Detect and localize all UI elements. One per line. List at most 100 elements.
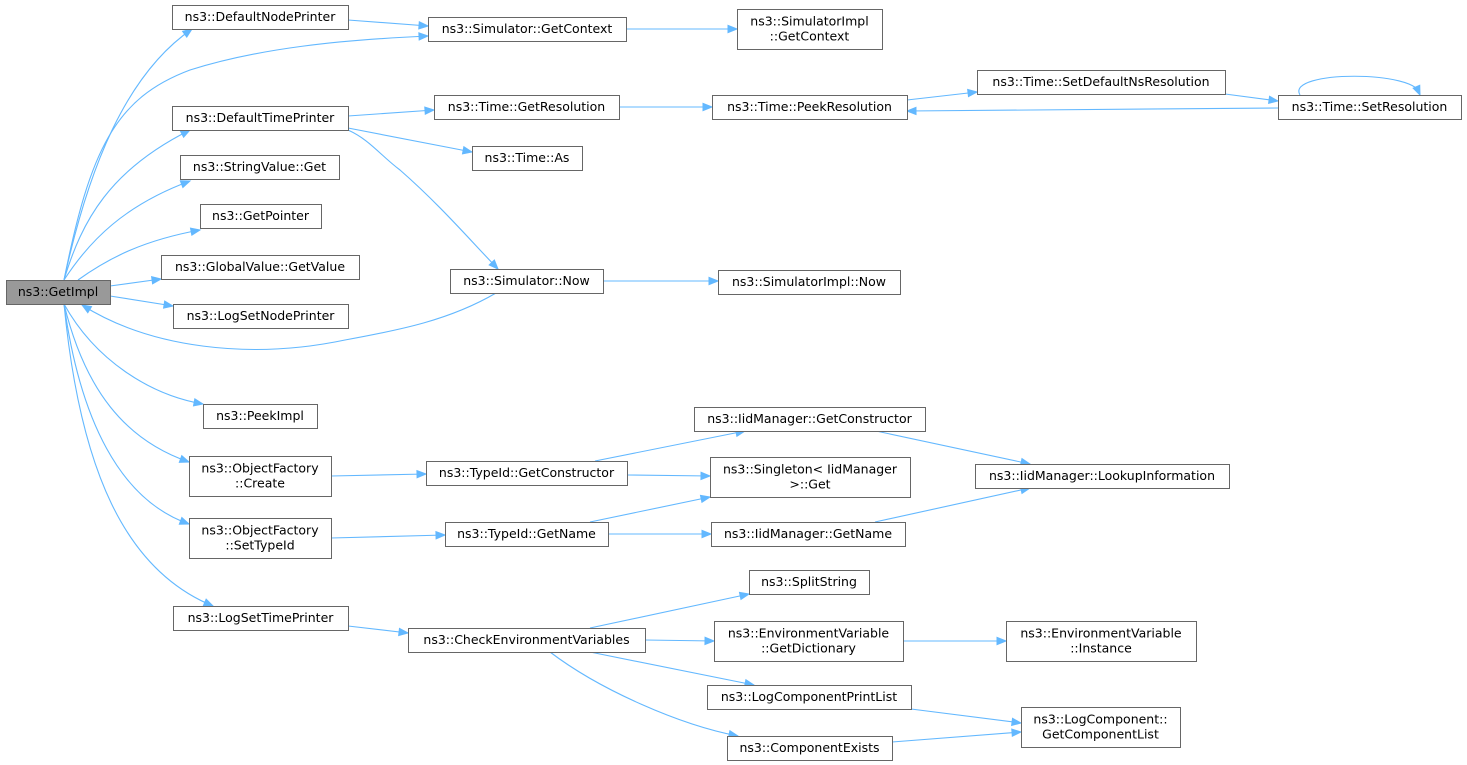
node-logSetTimePrinter[interactable]: ns3::LogSetTimePrinter: [173, 606, 349, 631]
node-box[interactable]: [6, 280, 111, 305]
node-box[interactable]: [727, 736, 893, 761]
node-logCompPrintList[interactable]: ns3::LogComponentPrintList: [707, 685, 912, 710]
node-logCompGetList[interactable]: ns3::LogComponent::GetComponentList: [1021, 707, 1181, 748]
edge-line: [347, 129, 499, 270]
arrowhead-icon: [416, 469, 428, 479]
node-componentExists[interactable]: ns3::ComponentExists: [727, 736, 893, 761]
node-logSetNodePrinter[interactable]: ns3::LogSetNodePrinter: [173, 304, 349, 329]
node-box[interactable]: [173, 304, 349, 329]
arrowhead-icon: [1268, 95, 1280, 105]
node-singletonGet[interactable]: ns3::Singleton< IidManager >::Get: [710, 457, 911, 498]
node-timeSetResolution[interactable]: ns3::Time::SetResolution: [1278, 95, 1462, 120]
node-defaultTimePrinter[interactable]: ns3::DefaultTimePrinter: [172, 106, 349, 131]
node-typeIdGetName[interactable]: ns3::TypeId::GetName: [445, 522, 609, 547]
edge-ofSetTypeId-to-typeIdGetName: [330, 530, 447, 540]
arrowhead-icon: [700, 471, 712, 481]
node-box[interactable]: [172, 106, 349, 131]
node-box[interactable]: [718, 270, 901, 295]
edge-defaultTimePrinter-to-simNow: [347, 129, 499, 270]
node-box[interactable]: [714, 621, 904, 662]
node-label: ns3::SimulatorImpl::Now: [732, 274, 886, 289]
node-box[interactable]: [710, 457, 911, 498]
node-envVarGetDict[interactable]: ns3::EnvironmentVariable::GetDictionary: [714, 621, 904, 662]
arrowhead-icon: [418, 20, 430, 30]
node-timePeekResolution[interactable]: ns3::Time::PeekResolution: [712, 95, 908, 120]
node-getPointer[interactable]: ns3::GetPointer: [200, 204, 322, 229]
edge-envVarGetDict-to-envVarInstance: [903, 636, 1008, 646]
node-box[interactable]: [180, 155, 340, 180]
edge-line: [63, 303, 214, 607]
node-typeIdGetConstructor[interactable]: ns3::TypeId::GetConstructor: [426, 461, 628, 486]
node-box[interactable]: [1021, 707, 1181, 748]
node-label: ns3::ObjectFactory: [201, 523, 319, 538]
node-box[interactable]: [707, 685, 912, 710]
node-iidLookupInfo[interactable]: ns3::IidManager::LookupInformation: [975, 464, 1230, 489]
node-box[interactable]: [434, 95, 620, 120]
node-simGetContext[interactable]: ns3::Simulator::GetContext: [428, 17, 627, 42]
node-splitString[interactable]: ns3::SplitString: [749, 570, 870, 595]
edge-defaultTimePrinter-to-timeAs: [347, 127, 474, 155]
node-box[interactable]: [450, 269, 604, 294]
node-globalValueGetValue[interactable]: ns3::GlobalValue::GetValue: [161, 255, 360, 280]
node-timeSetDefaultNs[interactable]: ns3::Time::SetDefaultNsResolution: [977, 70, 1226, 95]
node-box[interactable]: [694, 407, 926, 432]
node-simImplGetContext[interactable]: ns3::SimulatorImpl::GetContext: [737, 9, 883, 50]
arrowhead-icon: [1412, 84, 1421, 97]
edge-timeSetDefaultNs-to-timeSetResolution: [1224, 93, 1280, 105]
node-simImplNow[interactable]: ns3::SimulatorImpl::Now: [718, 270, 901, 295]
node-box[interactable]: [445, 522, 609, 547]
node-iidGetName[interactable]: ns3::IidManager::GetName: [711, 522, 906, 547]
node-stringValueGet[interactable]: ns3::StringValue::Get: [180, 155, 340, 180]
edge-line: [589, 496, 711, 523]
node-label: ns3::Time::As: [485, 150, 570, 165]
node-box[interactable]: [203, 404, 318, 429]
edge-line: [906, 107, 1279, 112]
node-box[interactable]: [200, 204, 322, 229]
node-envVarInstance[interactable]: ns3::EnvironmentVariable::Instance: [1006, 621, 1197, 662]
node-box[interactable]: [173, 606, 349, 631]
node-checkEnvVars[interactable]: ns3::CheckEnvironmentVariables: [408, 628, 646, 653]
node-label: ::Create: [235, 476, 285, 491]
edge-line: [63, 303, 204, 405]
node-box[interactable]: [408, 628, 646, 653]
node-box[interactable]: [428, 17, 627, 42]
node-box[interactable]: [172, 5, 349, 30]
node-box[interactable]: [737, 9, 883, 50]
node-box[interactable]: [977, 70, 1226, 95]
node-label: ::GetContext: [770, 29, 850, 44]
node-box[interactable]: [1278, 95, 1462, 120]
arrowhead-icon: [1011, 717, 1023, 727]
node-box[interactable]: [749, 570, 870, 595]
node-box[interactable]: [1006, 621, 1197, 662]
node-box[interactable]: [975, 464, 1230, 489]
edge-typeIdGetName-to-singletonGet: [589, 494, 712, 523]
edge-line: [77, 229, 201, 281]
node-label: ns3::EnvironmentVariable: [728, 626, 890, 641]
node-box[interactable]: [161, 255, 360, 280]
edge-root-to-globalValueGetValue: [109, 275, 163, 287]
node-box[interactable]: [472, 146, 583, 171]
node-box[interactable]: [189, 518, 332, 559]
node-box[interactable]: [712, 95, 908, 120]
arrowhead-icon: [178, 454, 191, 463]
node-iidGetConstructor[interactable]: ns3::IidManager::GetConstructor: [694, 407, 926, 432]
node-label: ns3::Simulator::Now: [463, 273, 590, 288]
node-box[interactable]: [189, 456, 332, 497]
node-root[interactable]: ns3::GetImpl: [6, 280, 111, 305]
node-timeAs[interactable]: ns3::Time::As: [472, 146, 583, 171]
node-timeGetResolution[interactable]: ns3::Time::GetResolution: [434, 95, 620, 120]
node-simNow[interactable]: ns3::Simulator::Now: [450, 269, 604, 294]
node-label: ns3::IidManager::GetName: [724, 526, 892, 541]
node-box[interactable]: [711, 522, 906, 547]
arrowhead-icon: [1011, 728, 1023, 738]
node-ofSetTypeId[interactable]: ns3::ObjectFactory::SetTypeId: [189, 518, 332, 559]
node-defaultNodePrinter[interactable]: ns3::DefaultNodePrinter: [172, 5, 349, 30]
node-label: ns3::ComponentExists: [739, 740, 879, 755]
node-box[interactable]: [426, 461, 628, 486]
node-label: ns3::SplitString: [761, 574, 857, 589]
edge-root-to-logSetTimePrinter: [63, 303, 215, 607]
edge-line: [81, 292, 497, 350]
node-peekImpl[interactable]: ns3::PeekImpl: [203, 404, 318, 429]
arrowhead-icon: [150, 275, 163, 285]
node-ofCreate[interactable]: ns3::ObjectFactory::Create: [189, 456, 332, 497]
